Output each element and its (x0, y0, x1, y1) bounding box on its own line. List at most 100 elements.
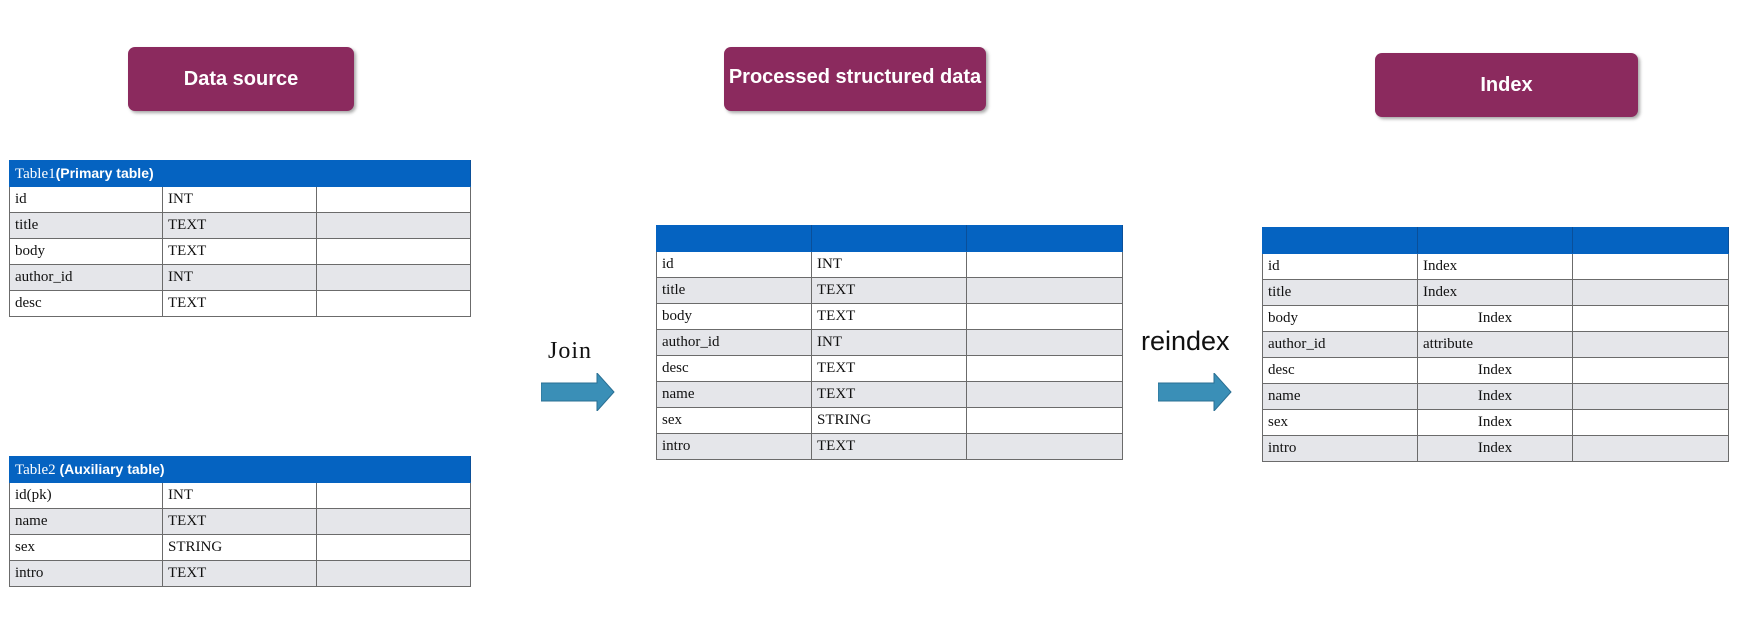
field-name: title (656, 277, 812, 304)
field-type: TEXT (162, 508, 317, 535)
table-row: intro TEXT (9, 560, 472, 587)
field-extra (966, 381, 1123, 408)
table1-caption-name: Table1 (15, 165, 56, 182)
table-row: title TEXT (9, 212, 472, 239)
field-type: TEXT (162, 560, 317, 587)
table-row: desc TEXT (656, 355, 1123, 382)
table2-caption: Table2 (Auxiliary table) (8, 456, 472, 483)
field-name: author_id (656, 329, 812, 356)
table-row: name TEXT (656, 381, 1123, 408)
table-row: sex STRING (9, 534, 472, 561)
field-name: name (1262, 383, 1418, 410)
field-type: INT (811, 251, 967, 278)
field-type: INT (162, 264, 317, 291)
field-extra (966, 407, 1123, 434)
field-extra (1572, 357, 1729, 384)
field-index-type: Index (1417, 279, 1573, 306)
table2-caption-name: Table2 (15, 461, 56, 478)
field-name: body (9, 238, 163, 265)
field-name: author_id (1262, 331, 1418, 358)
table-row: title TEXT (656, 277, 1123, 304)
index-table: id Index title Index body Index author_i… (1262, 227, 1729, 462)
index-head-cell (1262, 227, 1418, 254)
table-row: body TEXT (9, 238, 472, 265)
field-extra (315, 560, 472, 587)
processed-head-cell (656, 225, 812, 252)
field-name: desc (9, 290, 163, 317)
table1-primary: Table1(Primary table) id INT title TEXT … (8, 160, 472, 317)
field-name: id(pk) (9, 482, 163, 509)
field-type: STRING (162, 534, 317, 561)
field-extra (315, 186, 472, 213)
table1-caption-row: Table1(Primary table) (8, 160, 472, 187)
table-row: intro TEXT (656, 433, 1123, 460)
table-row: name Index (1262, 383, 1729, 410)
field-extra (315, 212, 472, 239)
table-row: sex Index (1262, 409, 1729, 436)
field-type: TEXT (811, 355, 967, 382)
field-index-type: Index (1417, 305, 1573, 332)
data-source-header: Data source (128, 47, 354, 111)
table1-caption-type: (Primary table) (55, 164, 154, 181)
field-name: title (1262, 279, 1418, 306)
table-row: sex STRING (656, 407, 1123, 434)
field-type: STRING (811, 407, 967, 434)
field-type: TEXT (162, 290, 317, 317)
table-row: author_id attribute (1262, 331, 1729, 358)
field-extra (1572, 331, 1729, 358)
field-index-type: Index (1417, 383, 1573, 410)
field-type: TEXT (162, 212, 317, 239)
reindex-label: reindex (1141, 326, 1230, 356)
field-type: TEXT (811, 381, 967, 408)
field-type: TEXT (811, 303, 967, 330)
field-index-type: Index (1417, 253, 1573, 280)
field-name: id (9, 186, 163, 213)
field-name: desc (1262, 357, 1418, 384)
table-row: name TEXT (9, 508, 472, 535)
processed-head-cell (966, 225, 1123, 252)
processed-head-row (656, 225, 1123, 252)
field-name: body (656, 303, 812, 330)
field-name: sex (656, 407, 812, 434)
field-name: sex (1262, 409, 1418, 436)
field-extra (315, 508, 472, 535)
field-index-type: Index (1417, 435, 1573, 462)
table2-caption-row: Table2 (Auxiliary table) (8, 456, 472, 483)
field-name: intro (656, 433, 812, 460)
field-name: id (656, 251, 812, 278)
table-row: id(pk) INT (9, 482, 472, 509)
field-extra (966, 329, 1123, 356)
table-row: desc Index (1262, 357, 1729, 384)
processed-data-header: Processed structured data (724, 47, 986, 111)
field-name: title (9, 212, 163, 239)
table1-caption: Table1(Primary table) (8, 160, 472, 187)
field-index-type: attribute (1417, 331, 1573, 358)
table-row: desc TEXT (9, 290, 472, 317)
field-name: body (1262, 305, 1418, 332)
field-name: sex (9, 534, 163, 561)
table-row: title Index (1262, 279, 1729, 306)
field-extra (966, 433, 1123, 460)
processed-head-cell (811, 225, 967, 252)
field-type: INT (162, 186, 317, 213)
table-row: id Index (1262, 253, 1729, 280)
field-type: TEXT (811, 433, 967, 460)
table2-auxiliary: Table2 (Auxiliary table) id(pk) INT name… (8, 456, 472, 587)
field-extra (966, 251, 1123, 278)
field-extra (315, 290, 472, 317)
field-extra (966, 277, 1123, 304)
processed-table: id INT title TEXT body TEXT author_id IN… (656, 225, 1123, 460)
field-name: desc (656, 355, 812, 382)
field-extra (315, 534, 472, 561)
table-row: author_id INT (656, 329, 1123, 356)
index-head-row (1262, 227, 1729, 254)
field-type: TEXT (811, 277, 967, 304)
field-extra (1572, 435, 1729, 462)
field-type: INT (162, 482, 317, 509)
index-header: Index (1375, 53, 1638, 117)
field-extra (315, 482, 472, 509)
field-name: id (1262, 253, 1418, 280)
field-name: name (9, 508, 163, 535)
join-arrow-icon (541, 373, 615, 411)
field-name: intro (1262, 435, 1418, 462)
